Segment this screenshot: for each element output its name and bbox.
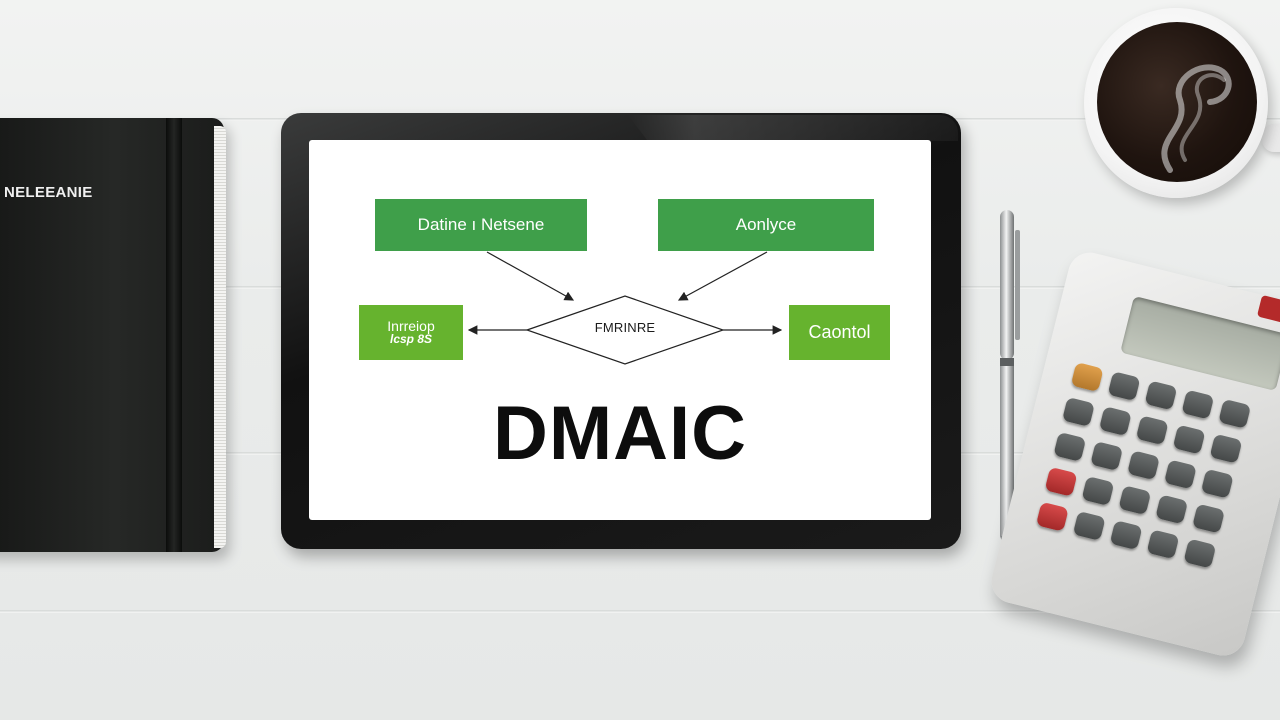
- calculator-key: [1144, 380, 1178, 411]
- calculator-key: [1163, 459, 1197, 490]
- flow-connectors: [467, 251, 783, 365]
- tablet-screen: Datine ı Netsene Aonlyce Inrreiop lcsp 8…: [309, 140, 931, 520]
- define-measure-box: Datine ı Netsene: [375, 199, 587, 251]
- calculator-key: [1081, 475, 1115, 507]
- calculator-key: [1072, 510, 1106, 541]
- arrow-define-to-center: [486, 251, 575, 301]
- calculator-key: [1218, 398, 1252, 429]
- calculator-key: [1109, 520, 1143, 551]
- calculator-key: [1146, 529, 1180, 560]
- notebook-pages: [214, 126, 226, 548]
- calculator-key: [1192, 503, 1226, 534]
- define-measure-label: Datine ı Netsene: [417, 215, 545, 234]
- calculator-key: [1098, 406, 1132, 437]
- calculator-top-button: [1256, 294, 1280, 324]
- tablet-glare: [628, 115, 958, 141]
- plank-seam: [0, 610, 1280, 613]
- calculator-key: [1209, 433, 1243, 464]
- calculator-key: [1181, 389, 1215, 420]
- calculator-key: [1053, 431, 1087, 462]
- steam: [1161, 64, 1232, 173]
- calculator-display: [1120, 295, 1280, 391]
- calculator-key: [1135, 415, 1169, 446]
- calculator-key: [1127, 450, 1160, 481]
- notebook: [0, 118, 224, 552]
- calculator-keypad: [1035, 361, 1271, 573]
- calculator-key: [1107, 371, 1141, 402]
- improve-sublabel: lcsp 8S: [389, 331, 433, 346]
- calculator-key: [1172, 424, 1206, 455]
- analyze-label: Aonlyce: [735, 215, 797, 234]
- control-label: Caontol: [808, 322, 871, 342]
- calculator-key: [1035, 501, 1069, 532]
- center-diamond-label: FMRINRE: [594, 320, 656, 335]
- dmaic-title: DMAIC: [492, 391, 748, 476]
- improve-box: Inrreiop lcsp 8S: [359, 305, 463, 360]
- calculator-key: [1061, 396, 1095, 427]
- control-box: Caontol: [789, 305, 890, 360]
- cup-handle: [1262, 124, 1280, 152]
- calculator-key: [1070, 361, 1104, 393]
- notebook-elastic-band: [166, 118, 182, 552]
- calculator-key: [1183, 538, 1217, 569]
- improve-label: Inrreiop: [387, 317, 435, 334]
- calculator-key: [1155, 494, 1189, 525]
- arrow-analyze-to-center: [677, 251, 768, 301]
- analyze-box: Aonlyce: [658, 199, 874, 251]
- coffee-surface: [1097, 22, 1257, 182]
- calculator-key: [1118, 485, 1152, 516]
- center-diamond: [525, 295, 725, 365]
- calculator-key: [1200, 468, 1234, 499]
- calculator-key: [1090, 441, 1124, 472]
- notebook-title: NELEEANIE: [4, 184, 93, 201]
- calculator-key: [1044, 466, 1078, 497]
